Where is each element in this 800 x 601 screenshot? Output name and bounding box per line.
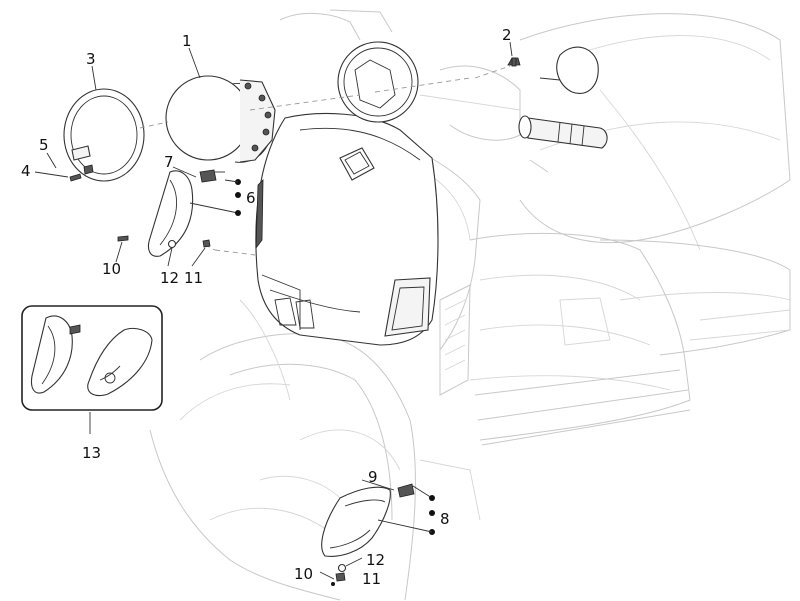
callout-10-lower: 10	[294, 565, 313, 583]
callout-4: 4	[21, 162, 31, 180]
callout-11-upper: 11	[184, 269, 203, 287]
callout-labels: 1 2 3 4 5 6 7 8 9 10 10 11 11 12 12 13	[21, 26, 512, 588]
front-indicator-upper	[147, 169, 225, 257]
callout-2: 2	[502, 26, 512, 44]
callout-leaders-small	[115, 241, 363, 567]
callout-12-upper: 12	[160, 269, 179, 287]
callout-10-upper: 10	[102, 260, 121, 278]
indicator-fasteners-lower	[331, 495, 435, 586]
callout-6: 6	[246, 189, 256, 207]
handle-grip	[518, 115, 608, 149]
indicator-kit-box-13[interactable]	[21, 305, 163, 411]
screw-part-2	[507, 57, 521, 67]
indicator-fasteners-upper	[117, 179, 241, 249]
scooter-body-outline	[149, 9, 791, 601]
front-shield-panel	[255, 112, 439, 346]
callout-5: 5	[39, 136, 49, 154]
callout-8: 8	[440, 510, 450, 528]
callout-3: 3	[86, 50, 96, 68]
front-indicator-lower	[321, 483, 433, 557]
callout-7: 7	[164, 153, 174, 171]
headlight-unit-part-1	[165, 75, 276, 163]
callout-13: 13	[82, 444, 101, 462]
rear-view-mirror	[539, 46, 599, 94]
callout-leaders	[34, 41, 513, 580]
callout-1: 1	[182, 32, 192, 50]
callout-12-lower: 12	[366, 551, 385, 569]
callout-11-lower: 11	[362, 570, 381, 588]
fastener-part-5	[83, 164, 94, 175]
callout-9: 9	[368, 468, 378, 486]
fastener-part-4	[69, 173, 82, 182]
handlebar-headlight-housing	[337, 41, 419, 123]
headlight-rim-part-3	[63, 88, 145, 182]
